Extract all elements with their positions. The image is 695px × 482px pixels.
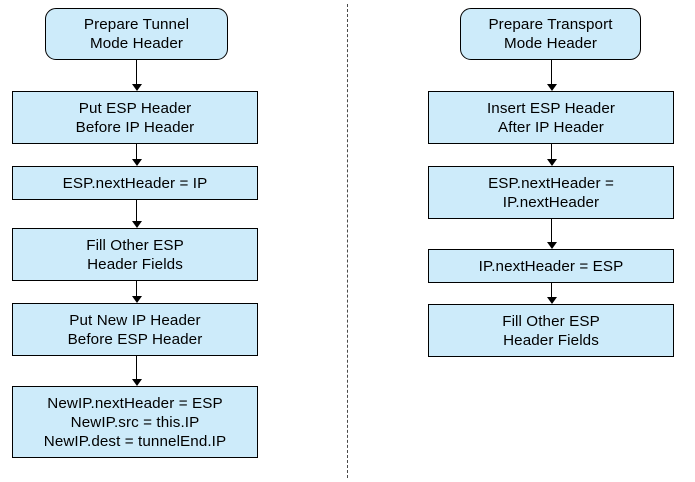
node-line: Prepare Tunnel [83, 16, 190, 33]
node-tunnel-step-4[interactable]: Put New IP Header Before ESP Header [12, 303, 258, 356]
node-line: NewIP.src = this.IP [70, 413, 200, 431]
node-tunnel-step-1[interactable]: Put ESP Header Before IP Header [12, 91, 258, 144]
node-tunnel-step-2[interactable]: ESP.nextHeader = IP [12, 166, 258, 200]
node-transport-step-4[interactable]: Fill Other ESP Header Fields [428, 304, 674, 357]
node-transport-step-2[interactable]: ESP.nextHeader = IP.nextHeader [428, 166, 674, 219]
node-line: Mode Header [89, 35, 184, 52]
node-line: NewIP.nextHeader = ESP [47, 394, 223, 412]
node-transport-step-1[interactable]: Insert ESP Header After IP Header [428, 91, 674, 144]
arrow-transport-start-to-step1 [546, 60, 557, 91]
node-line: Header Fields [503, 331, 599, 349]
arrow-transport-step3-to-step4 [546, 283, 557, 304]
node-tunnel-start[interactable]: Prepare Tunnel Mode Header [45, 8, 228, 60]
node-line: Prepare Transport [488, 16, 613, 33]
arrow-tunnel-start-to-step1 [131, 60, 142, 91]
node-tunnel-step-3[interactable]: Fill Other ESP Header Fields [12, 228, 258, 281]
node-line: IP.nextHeader [502, 193, 600, 211]
node-line: Fill Other ESP [502, 312, 600, 330]
node-transport-start[interactable]: Prepare Transport Mode Header [460, 8, 641, 60]
arrow-tunnel-step3-to-step4 [131, 281, 142, 303]
arrow-tunnel-step1-to-step2 [131, 144, 142, 166]
node-line: Fill Other ESP [86, 236, 184, 254]
node-line: After IP Header [498, 118, 604, 136]
node-line: ESP.nextHeader = IP [62, 174, 208, 192]
node-line: ESP.nextHeader = [488, 174, 614, 192]
node-line: Put New IP Header [69, 311, 201, 329]
node-line: Insert ESP Header [486, 99, 616, 117]
node-line: Put ESP Header [78, 99, 192, 117]
node-line: IP.nextHeader = ESP [478, 257, 624, 275]
node-transport-step-3[interactable]: IP.nextHeader = ESP [428, 249, 674, 283]
arrow-tunnel-step2-to-step3 [131, 200, 142, 228]
node-line: Before IP Header [75, 118, 195, 136]
arrow-transport-step1-to-step2 [546, 144, 557, 166]
node-tunnel-step-5[interactable]: NewIP.nextHeader = ESP NewIP.src = this.… [12, 386, 258, 458]
node-line: Before ESP Header [67, 330, 203, 348]
column-divider [347, 4, 348, 478]
arrow-transport-step2-to-step3 [546, 219, 557, 249]
arrow-tunnel-step4-to-step5 [131, 356, 142, 386]
node-line: NewIP.dest = tunnelEnd.IP [43, 432, 227, 450]
node-line: Mode Header [503, 35, 598, 52]
node-line: Header Fields [87, 255, 183, 273]
